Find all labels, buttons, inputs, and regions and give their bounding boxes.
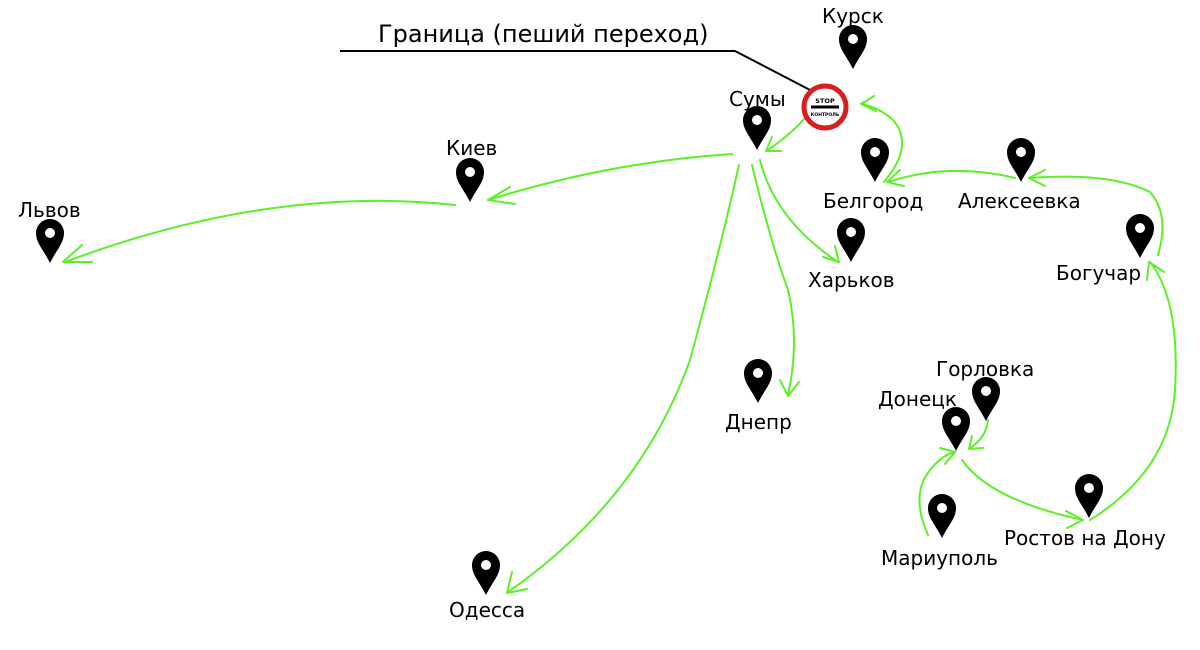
city-label-dnepr: Днепр [725,410,792,434]
stop-sign-bottom-text: КОНТРОЛЬ [811,112,840,118]
map-marker-icon-gorlovka [972,377,1000,421]
city-label-sumy: Сумы [729,87,786,111]
map-marker-icon-lvov [36,219,64,263]
route-alekseevka-belgorod [887,169,1016,183]
route-sumy-kiev [487,153,733,201]
city-label-kiev: Киев [446,136,497,160]
route-sumy-kharkov [759,159,839,263]
route-mariupol-donetsk [918,451,956,536]
city-label-boguchar: Богучар [1056,261,1141,285]
city-label-rostov: Ростов на Дону [1004,526,1166,550]
map-marker-icon-mariupol [928,494,956,538]
map-marker-icon-kharkov [837,218,865,262]
route-donetsk-rostov [961,459,1084,521]
map-marker-icon-rostov [1075,474,1103,518]
city-label-kursk: Курск [822,4,884,28]
map-marker-icon-kiev [456,158,484,202]
map-marker-icon-alekseevka [1007,138,1035,182]
map-marker-icon-kursk [839,25,867,69]
border-checkpoint-stop-sign: STOP КОНТРОЛЬ [801,83,849,131]
pins [36,25,1154,595]
map-marker-icon-boguchar [1126,214,1154,258]
city-label-donetsk: Донецк [878,387,957,411]
map-marker-icon-odessa [472,551,500,595]
route-rostov-boguchar [1089,261,1177,521]
city-label-mariupol: Мариуполь [881,546,998,570]
border-leader-line [340,50,811,91]
routes [62,95,1177,594]
city-label-kharkov: Харьков [808,268,895,292]
city-labels: Курск Сумы Киев Львов Белгород Алексеевк… [18,4,1166,622]
route-belgorod-border [861,103,904,183]
route-gorlovka-donetsk [969,419,989,449]
route-sumy-dnepr [751,164,795,396]
route-sumy-odessa [507,164,740,593]
city-label-belgorod: Белгород [823,189,923,213]
map-marker-icon-belgorod [861,138,889,182]
route-kiev-lvov [64,199,456,263]
border-label: Граница (пеший переход) [378,20,708,48]
map-marker-icon-donetsk [942,407,970,451]
map-marker-icon-sumy [743,106,771,150]
route-boguchar-alekseevka [1029,175,1164,256]
city-label-gorlovka: Горловка [936,357,1034,381]
map-marker-icon-dnepr [744,359,772,403]
stop-sign-top-text: STOP [815,97,835,105]
city-label-lvov: Львов [18,198,81,222]
route-border-sumy [767,117,806,151]
city-label-alekseevka: Алексеевка [958,189,1081,213]
city-label-odessa: Одесса [449,598,525,622]
